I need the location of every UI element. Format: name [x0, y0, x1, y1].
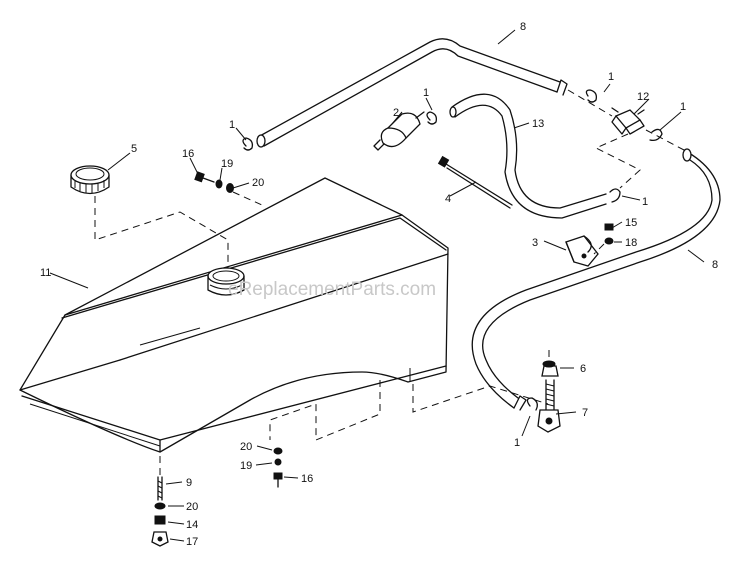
- hose-clamp: [526, 397, 538, 411]
- fuel-tank: [19, 177, 449, 453]
- callout-15: 15: [625, 217, 637, 229]
- callout-4: 4: [445, 193, 451, 205]
- hose-clamp: [649, 128, 663, 142]
- callout-labels: 8 1 12 1 1 2 13 1 5 16 19 20 1 4 15 3 18…: [40, 21, 718, 548]
- callout-6: 6: [580, 363, 586, 375]
- fuel-cap: [70, 165, 110, 195]
- fuel-line-upper: [256, 38, 568, 148]
- callout-18: 18: [625, 237, 637, 249]
- callout-1-far-right: 1: [680, 101, 686, 113]
- callout-1-left: 1: [229, 119, 235, 131]
- callout-14: 14: [186, 519, 198, 531]
- fuel-line-lower: [471, 148, 721, 411]
- callout-1-top-right: 1: [608, 71, 614, 83]
- callout-1-hose: 1: [642, 196, 648, 208]
- callout-8-upper: 8: [520, 21, 526, 33]
- callout-20-lower: 20: [240, 441, 252, 453]
- fuel-fitting: [611, 107, 645, 135]
- callout-19-top: 19: [221, 158, 233, 170]
- callout-3: 3: [532, 237, 538, 249]
- lower-fastener-set: [273, 447, 283, 488]
- cable-tie: [437, 155, 513, 209]
- washer-18: [604, 237, 614, 245]
- callout-16-top: 16: [182, 148, 194, 160]
- callout-17: 17: [186, 536, 198, 548]
- mounting-clip: [565, 235, 599, 267]
- callout-1-bottom: 1: [514, 437, 520, 449]
- callout-12: 12: [637, 91, 649, 103]
- top-fastener-set: [194, 171, 234, 193]
- hose-clamp: [585, 89, 598, 103]
- fuel-hose: [449, 93, 607, 219]
- hose-clamp: [242, 137, 254, 151]
- callout-9: 9: [186, 477, 192, 489]
- callout-2: 2: [393, 107, 399, 119]
- callout-1-filter: 1: [423, 87, 429, 99]
- callout-5: 5: [131, 143, 137, 155]
- callout-8-lower: 8: [712, 259, 718, 271]
- callout-16-lower: 16: [301, 473, 313, 485]
- callout-7: 7: [582, 407, 588, 419]
- callout-19-lower: 19: [240, 460, 252, 472]
- watermark-text: eReplacementParts.com: [228, 279, 436, 300]
- callout-20-top: 20: [252, 177, 264, 189]
- stud-hardware: [151, 476, 169, 547]
- callout-11: 11: [40, 267, 51, 279]
- callout-20-stud: 20: [186, 501, 198, 513]
- callout-13: 13: [532, 118, 544, 130]
- fitting-6: [541, 360, 559, 377]
- leader-lines: [49, 29, 705, 542]
- fuel-filter: [373, 111, 425, 151]
- hose-clamp: [609, 188, 621, 203]
- fitting-7: [537, 379, 561, 433]
- hose-clamp: [426, 111, 438, 125]
- bolt-15: [604, 223, 614, 231]
